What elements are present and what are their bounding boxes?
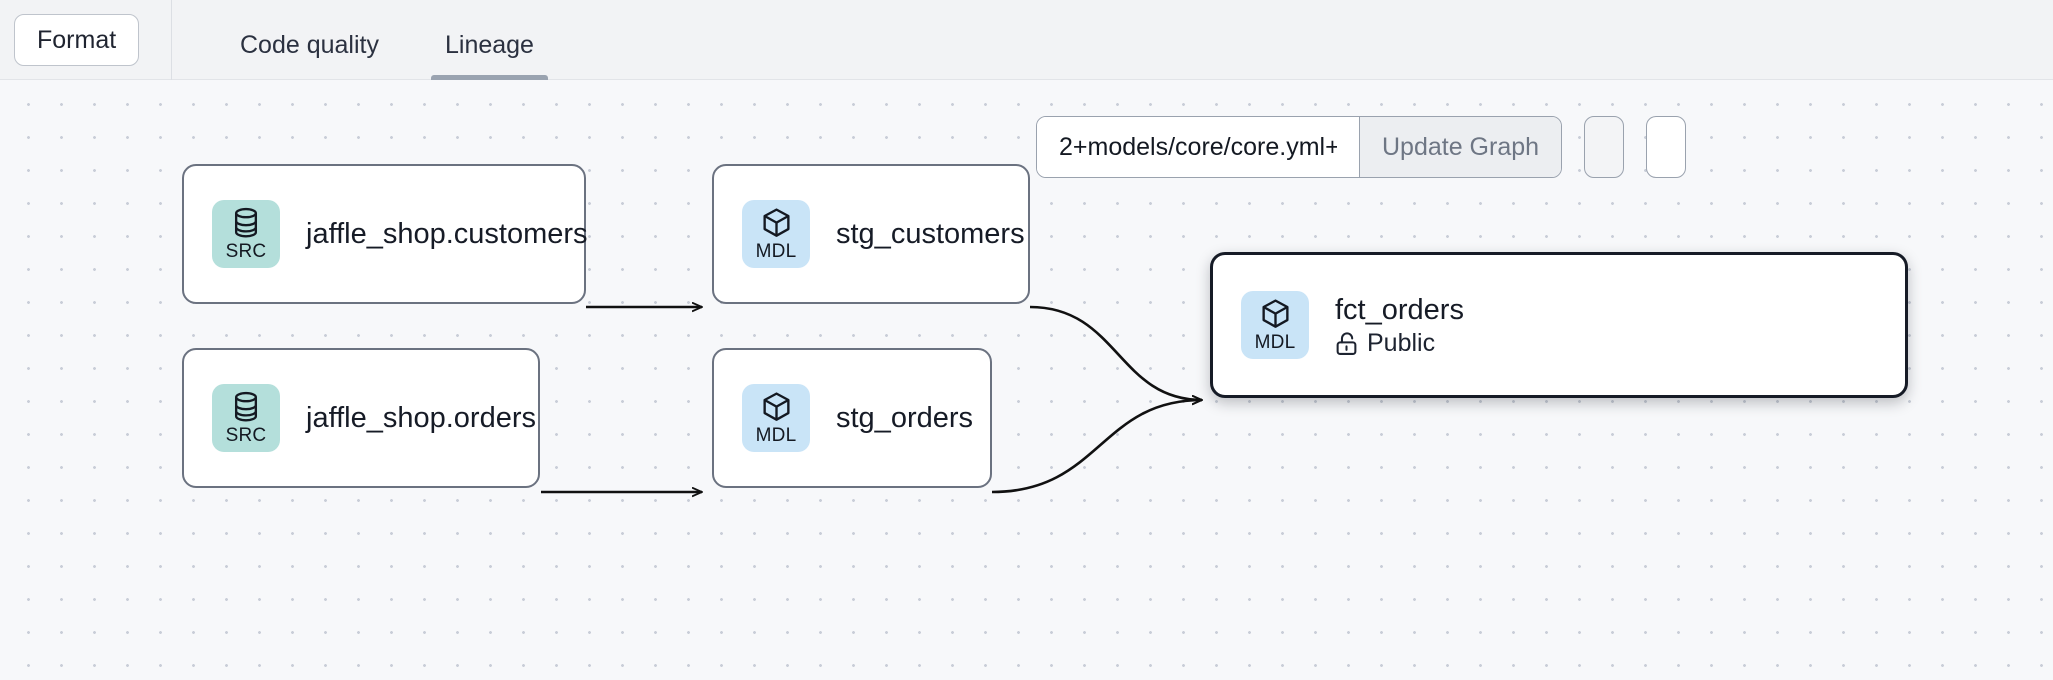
node-badge-label: MDL — [755, 241, 797, 262]
selector-input-group: Update Graph — [1036, 116, 1563, 178]
node-badge-label: MDL — [755, 425, 797, 446]
tab-code-quality[interactable]: Code quality — [226, 30, 393, 80]
lineage-node-stg-orders[interactable]: MDL stg_orders — [712, 348, 992, 488]
graph-controls-overlay: Update Graph — [1036, 116, 1687, 178]
clipped-control-left[interactable] — [1584, 116, 1625, 178]
format-button-zone: Format — [0, 0, 172, 80]
node-badge-mdl: MDL — [742, 384, 810, 452]
edge-stg-customers-to-fct-orders — [1029, 305, 1202, 400]
edge-stg-orders-to-fct-orders — [991, 400, 1202, 494]
node-body: fct_orders Public — [1335, 294, 1464, 356]
tab-code-quality-label: Code quality — [240, 30, 379, 59]
database-icon — [231, 391, 261, 423]
selector-input[interactable] — [1037, 117, 1359, 177]
node-badge-mdl: MDL — [1241, 291, 1309, 359]
tab-lineage-label: Lineage — [444, 30, 534, 59]
database-icon — [231, 207, 261, 239]
node-badge-label: SRC — [225, 241, 267, 262]
lineage-node-stg-customers[interactable]: MDL stg_customers — [712, 164, 1030, 304]
node-title: fct_orders — [1335, 293, 1464, 326]
tab-lineage[interactable]: Lineage — [430, 30, 548, 80]
cube-icon — [761, 391, 792, 423]
node-badge-src: SRC — [212, 384, 280, 452]
node-title: stg_orders — [836, 401, 974, 434]
update-graph-button[interactable]: Update Graph — [1359, 117, 1562, 177]
cube-icon — [761, 207, 792, 239]
tab-bar: Code quality Lineage — [172, 0, 2053, 80]
node-badge-src: SRC — [212, 200, 280, 268]
node-access-badge: Public — [1335, 331, 1464, 356]
cube-icon — [1260, 298, 1291, 330]
lineage-node-jaffle-shop-orders[interactable]: SRC jaffle_shop.orders — [182, 348, 540, 488]
node-title: stg_customers — [836, 217, 1025, 250]
lineage-canvas[interactable]: SRC jaffle_shop.customers MDL stg_custo — [0, 80, 2053, 680]
node-badge-mdl: MDL — [742, 200, 810, 268]
clipped-control-right[interactable] — [1646, 116, 1687, 178]
node-title: jaffle_shop.customers — [306, 217, 588, 250]
node-badge-label: MDL — [1254, 332, 1296, 353]
node-badge-label: SRC — [225, 425, 267, 446]
lineage-node-jaffle-shop-customers[interactable]: SRC jaffle_shop.customers — [182, 164, 588, 304]
editor-toolbar: Format Code quality Lineage — [0, 0, 2053, 80]
lineage-node-fct-orders[interactable]: MDL fct_orders Public — [1210, 252, 1908, 398]
format-button[interactable]: Format — [14, 13, 140, 66]
node-body: jaffle_shop.orders — [306, 402, 536, 434]
node-body: jaffle_shop.customers — [306, 218, 588, 250]
node-body: stg_customers — [836, 218, 1025, 250]
unlock-icon — [1335, 331, 1358, 356]
node-title: jaffle_shop.orders — [306, 401, 537, 434]
node-access-label: Public — [1367, 329, 1436, 358]
node-body: stg_orders — [836, 402, 973, 434]
